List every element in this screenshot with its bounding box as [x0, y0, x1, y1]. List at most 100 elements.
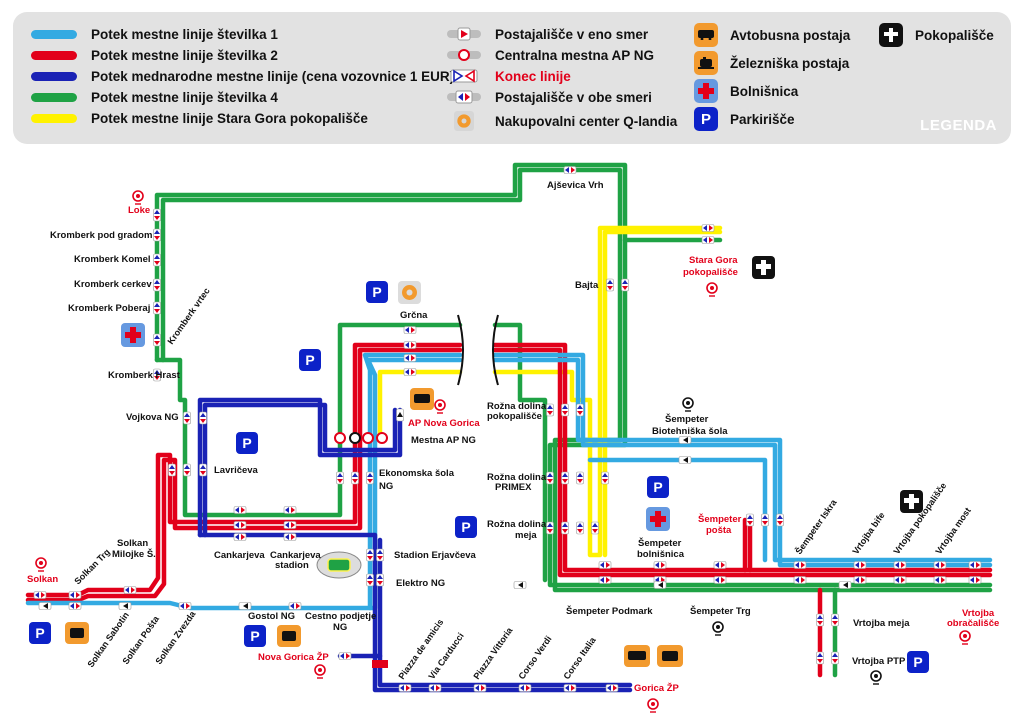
stop-label-vrtojba-bife: Vrtojba bife — [850, 510, 886, 556]
central-station-icon — [447, 49, 481, 61]
svg-text:P: P — [461, 519, 470, 535]
hospital-icon — [694, 79, 718, 103]
stop-label-vrtojba-obracalisce: Vrtojba — [962, 608, 995, 619]
legend-item-stara-gora-line: Potek mestne linije Stara Gora pokopališ… — [31, 108, 368, 128]
stop-label-rozna-primex-2: PRIMEX — [495, 482, 532, 493]
legend-label: Bolnišnica — [730, 83, 799, 99]
legend-label: Nakupovalni center Q-landia — [495, 113, 678, 129]
legend-item-train-station: Železniška postaja — [694, 51, 850, 75]
central-station — [334, 432, 388, 444]
stop-label-kromberk-pod-gradom: Kromberk pod gradom — [50, 230, 152, 241]
stop-label-vrtojba-ptp: Vrtojba PTP — [852, 656, 906, 667]
legend-label: Potek mestne linije Stara Gora pokopališ… — [91, 110, 368, 126]
bus-station-icon — [624, 645, 650, 667]
map-break-brackets — [457, 314, 499, 386]
stop-label-rozna-pokopalisce: Rožna dolina — [487, 401, 547, 412]
legend-label: Avtobusna postaja — [730, 27, 851, 43]
border-crossing-marker — [372, 660, 388, 668]
train-station-icon — [65, 622, 89, 644]
parking-icon: P — [907, 651, 929, 673]
stop-label-sempeter-posta-2: pošta — [706, 525, 732, 536]
stop-label-rozna-pokopalisce-2: pokopališče — [487, 411, 542, 422]
stop-label-stadion-erjavceva: Stadion Erjavčeva — [394, 550, 477, 561]
stop-label-kromberk-komel: Kromberk Komel — [74, 254, 151, 265]
stop-label-sempeter-bolnisnica: Šempeter — [638, 537, 682, 549]
legend-panel: Potek mestne linije številka 1 Potek mes… — [13, 12, 1011, 144]
cemetery-icon — [752, 256, 775, 279]
stop-label-corso-italia: Corso Italia — [561, 634, 598, 681]
stop-label-elektro: Elektro NG — [396, 578, 445, 589]
stop-label-vrtojba-most: Vrtojba most — [933, 506, 972, 556]
train-station-icon — [277, 625, 301, 647]
svg-text:P: P — [653, 479, 662, 495]
legend-label: Potek mestne linije številka 4 — [91, 89, 278, 105]
legend-title: LEGENDA — [920, 117, 997, 134]
stop-label-cankarjeva-stadion: Cankarjeva — [270, 550, 321, 561]
parking-icon: P — [29, 622, 51, 644]
stop-label-vrtojba-obracalisce-2: obračališče — [947, 618, 999, 629]
legend-label: Železniška postaja — [730, 55, 850, 71]
train-station-icon — [657, 645, 683, 667]
stop-label-nova-gorica-zp: Nova Gorica ŽP — [258, 651, 329, 663]
legend-label: Potek mestne linije številka 1 — [91, 26, 278, 42]
stop-label-sempeter-bolnisnica-2: bolnišnica — [637, 549, 685, 560]
stop-label-solkan-milojke: Solkan — [117, 538, 148, 549]
shopping-center-icon — [398, 281, 421, 304]
parking-icon: P — [244, 625, 266, 647]
stop-label-cestno-2: NG — [333, 622, 347, 633]
stop-label-vojkova: Vojkova NG — [126, 412, 179, 423]
line-2-swatch — [31, 50, 77, 60]
parking-icon: P — [299, 349, 321, 371]
legend-item-central-station: Centralna mestna AP NG — [445, 45, 654, 65]
legend-label: Postajališče v obe smeri — [495, 89, 652, 105]
stadium-icon — [316, 551, 362, 579]
legend-label: Konec linije — [495, 68, 571, 84]
stop-label-cankarjeva-stadion-2: stadion — [275, 560, 309, 571]
stop-label-vrtojba-meja: Vrtojba meja — [853, 618, 910, 629]
stop-label-mestna-ap: Mestna AP NG — [411, 435, 476, 446]
cemetery-icon — [879, 23, 903, 47]
legend-label: Potek mestne linije številka 2 — [91, 47, 278, 63]
legend-label: Potek mednarodne mestne linije (cena voz… — [91, 68, 455, 84]
one-way-stop-icon — [447, 27, 481, 41]
stop-labels: Loke Kromberk pod gradom Kromberk Komel … — [27, 180, 999, 694]
stop-label-sempeter-bio-2: Biotehniška šola — [652, 426, 728, 437]
legend-item-line-4: Potek mestne linije številka 4 — [31, 87, 278, 107]
legend-item-cemetery: Pokopališče — [879, 23, 994, 47]
legend-item-line-2: Potek mestne linije številka 2 — [31, 45, 278, 65]
stop-label-kromberk-cerkev: Kromberk cerkev — [74, 279, 152, 290]
stop-label-rozna-meja-2: meja — [515, 530, 537, 541]
stop-label-gostol: Gostol NG — [248, 611, 295, 622]
stop-label-kromberk-poberaj: Kromberk Poberaj — [68, 303, 150, 314]
stop-label-ekonomska-2: NG — [379, 481, 393, 492]
parking-icon: P — [694, 107, 718, 131]
stop-label-grcna: Grčna — [400, 310, 428, 321]
stop-label-sempeter-trg: Šempeter Trg — [690, 605, 751, 617]
svg-text:P: P — [35, 625, 44, 641]
svg-text:P: P — [372, 284, 381, 300]
legend-item-line-end: Konec linije — [445, 66, 571, 86]
stop-label-cankarjeva: Cankarjeva — [214, 550, 265, 561]
stop-label-ap-nova-gorica: AP Nova Gorica — [408, 418, 480, 429]
stop-label-kromberk-hrast: Kromberk Hrast — [108, 370, 181, 381]
legend-label: Parkirišče — [730, 111, 795, 127]
route-lines — [25, 162, 993, 693]
stop-label-ekonomska: Ekonomska šola — [379, 468, 455, 479]
stop-label-corso-verdi: Corso Verdi — [516, 634, 553, 681]
bus-station-icon — [410, 388, 434, 410]
stop-label-solkan: Solkan — [27, 574, 58, 585]
two-way-stop-icon — [447, 90, 481, 104]
svg-text:P: P — [242, 435, 251, 451]
line-2-route — [25, 342, 993, 678]
line-end-icon — [450, 69, 478, 83]
stop-label-lavriceva: Lavričeva — [214, 465, 259, 476]
stop-label-stara-gora-2: pokopališče — [683, 267, 738, 278]
legend-item-shopping-center: Nakupovalni center Q-landia — [445, 111, 677, 131]
stop-label-stara-gora: Stara Gora — [689, 255, 738, 266]
stop-label-sempeter-posta: Šempeter — [698, 513, 742, 525]
legend-item-two-way-stop: Postajališče v obe smeri — [445, 87, 652, 107]
line-4-swatch — [31, 92, 77, 102]
svg-text:P: P — [250, 628, 259, 644]
parking-icon: P — [647, 476, 669, 498]
svg-text:P: P — [913, 654, 922, 670]
